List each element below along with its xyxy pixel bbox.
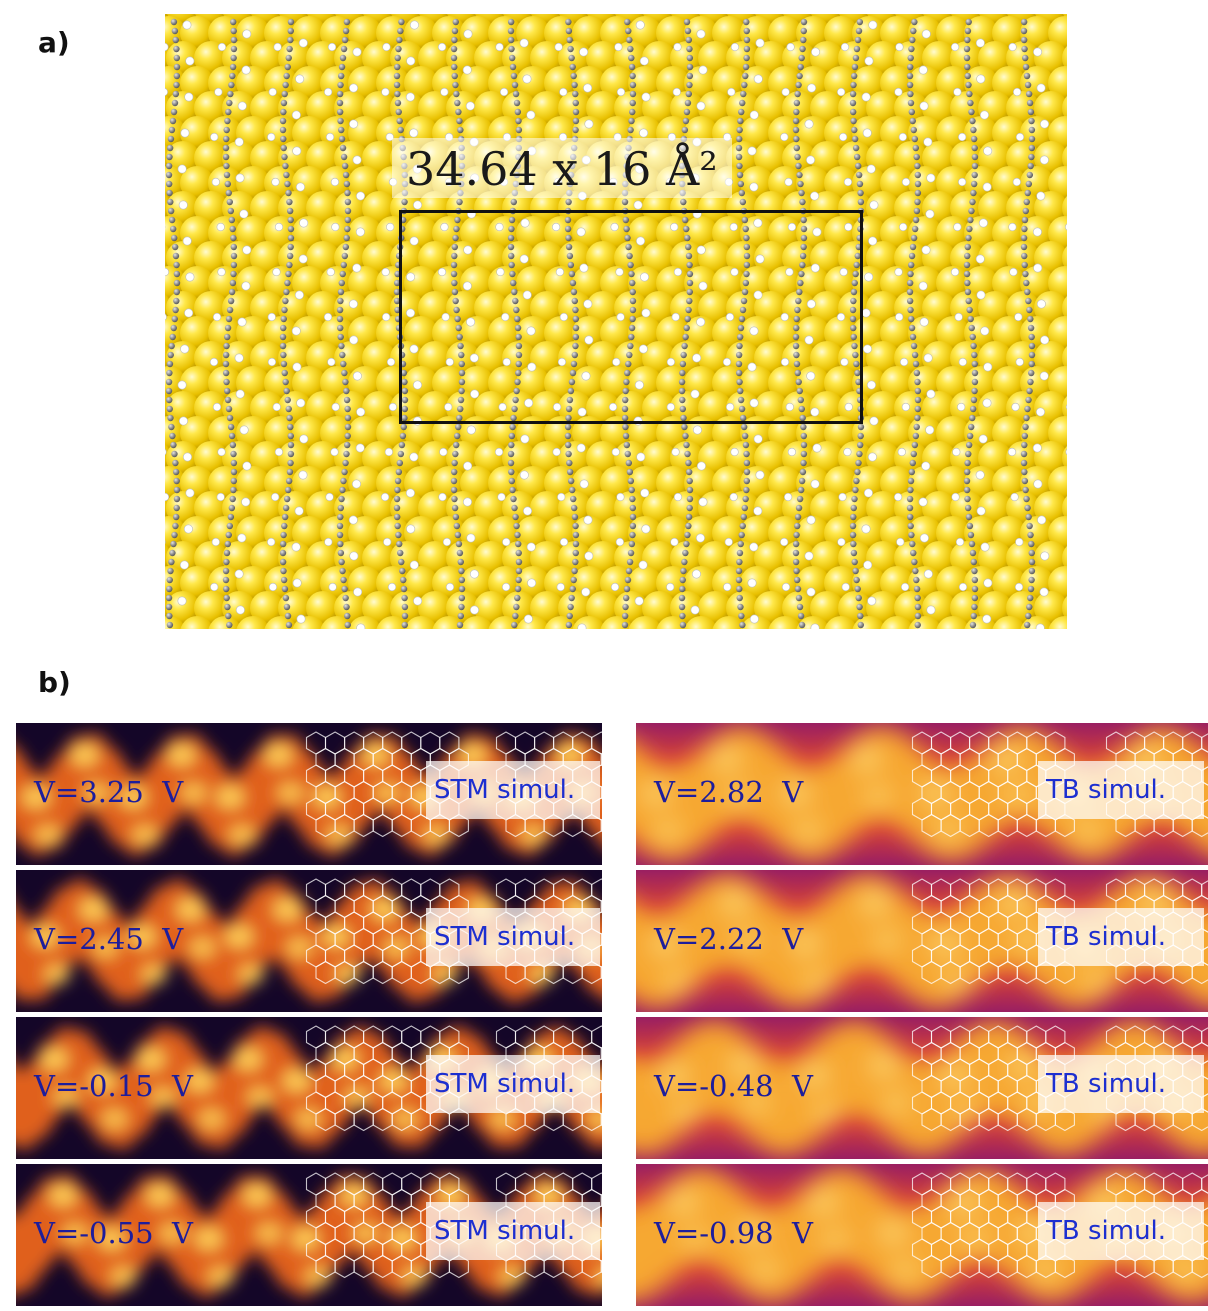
tb-map: V=2.82 V TB simul.	[636, 723, 1208, 865]
unit-cell-caption: 34.64 x 16 Å²	[392, 138, 732, 198]
bias-voltage-label: V=2.82 V	[654, 775, 803, 809]
bias-voltage-label: V=-0.98 V	[654, 1216, 813, 1250]
panel-a-label: a)	[38, 26, 70, 59]
tb-map: V=-0.98 V TB simul.	[636, 1164, 1208, 1306]
bias-voltage-label: V=2.45 V	[34, 922, 183, 956]
tb-map: V=-0.48 V TB simul.	[636, 1017, 1208, 1159]
stm-map: V=2.45 V STM simul.	[16, 870, 602, 1012]
simulation-tag: TB simul.	[1038, 761, 1204, 819]
simulation-tag: STM simul.	[426, 908, 600, 966]
stm-map: V=3.25 V STM simul.	[16, 723, 602, 865]
simulation-tag: TB simul.	[1038, 908, 1204, 966]
panel-b-label: b)	[38, 666, 71, 699]
stm-simulation-column: V=3.25 V STM simul. V=2.45 V STM simul. …	[16, 723, 602, 1311]
simulation-tag: STM simul.	[426, 761, 600, 819]
bias-voltage-label: V=3.25 V	[34, 775, 183, 809]
bias-voltage-label: V=-0.15 V	[34, 1069, 193, 1103]
simulation-tag: STM simul.	[426, 1055, 600, 1113]
unit-cell-box	[399, 210, 863, 424]
stm-map: V=-0.15 V STM simul.	[16, 1017, 602, 1159]
bias-voltage-label: V=-0.55 V	[34, 1216, 193, 1250]
simulation-tag: TB simul.	[1038, 1202, 1204, 1260]
bias-voltage-label: V=2.22 V	[654, 922, 803, 956]
simulation-tag: STM simul.	[426, 1202, 600, 1260]
tb-map: V=2.22 V TB simul.	[636, 870, 1208, 1012]
bias-voltage-label: V=-0.48 V	[654, 1069, 813, 1103]
simulation-tag: TB simul.	[1038, 1055, 1204, 1113]
tb-simulation-column: V=2.82 V TB simul. V=2.22 V TB simul. V=…	[636, 723, 1208, 1311]
stm-map: V=-0.55 V STM simul.	[16, 1164, 602, 1306]
atomic-structure-image: 34.64 x 16 Å²	[165, 14, 1067, 629]
